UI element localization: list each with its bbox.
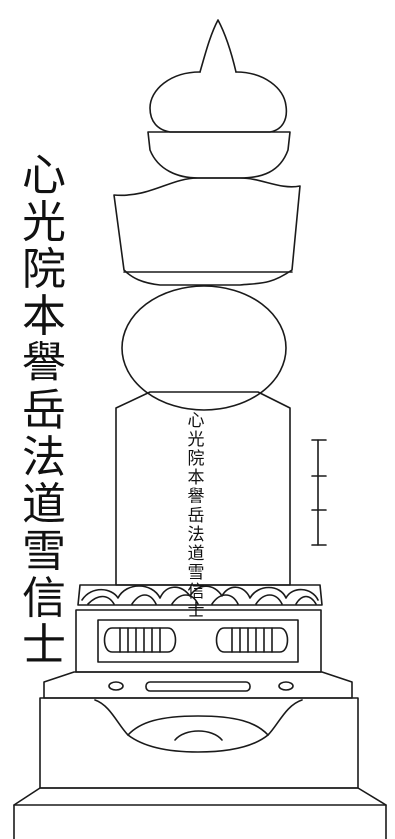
jewel-top: [149, 71, 288, 133]
inscription-char: 光: [22, 197, 66, 248]
inscription-char: 譽: [187, 487, 205, 507]
inscription-char: 雪: [22, 526, 66, 577]
inscription-char: 本: [187, 468, 205, 488]
lotus-petals-lower: [87, 594, 317, 605]
inscription-char: 士: [22, 620, 66, 671]
inscription-char: 院: [187, 449, 205, 469]
inscription-on-shaft: 心 光 院 本 譽 岳 法 道 雪 信 士: [178, 412, 214, 621]
upper-base-panel: [97, 619, 299, 663]
lattice-window-right: [215, 627, 289, 653]
inscription-char: 信: [187, 582, 205, 602]
inscription-char: 心: [22, 150, 66, 201]
scale-bar: [311, 439, 327, 546]
lotus-petals: [81, 585, 319, 601]
lattice-window-left: [103, 627, 177, 653]
inscription-char: 士: [187, 601, 205, 621]
inscription-char: 法: [22, 432, 66, 483]
bowl: [147, 131, 291, 179]
inscription-char: 法: [187, 525, 205, 545]
sphere: [121, 285, 287, 411]
roof: [113, 177, 301, 286]
inscription-char: 信: [22, 573, 66, 624]
inscription-char: 雪: [187, 563, 205, 583]
lotus-pedestal: [77, 584, 323, 606]
inscription-char: 岳: [187, 506, 205, 526]
inscription-char: 本: [22, 291, 66, 342]
inscription-char: 院: [22, 244, 66, 295]
inscription-char: 譽: [22, 338, 66, 389]
inscription-large: 心 光 院 本 譽 岳 法 道 雪 信 士: [14, 152, 74, 669]
inscription-char: 心: [187, 411, 205, 431]
inscription-char: 道: [22, 479, 66, 530]
inscription-char: 光: [187, 430, 205, 450]
middle-base: [43, 671, 353, 699]
lower-lotus: [94, 699, 303, 753]
lower-base: [39, 697, 359, 789]
plinth: [13, 787, 387, 839]
inscription-char: 岳: [22, 385, 66, 436]
finial-tip: [199, 19, 237, 73]
inscription-char: 道: [187, 544, 205, 564]
